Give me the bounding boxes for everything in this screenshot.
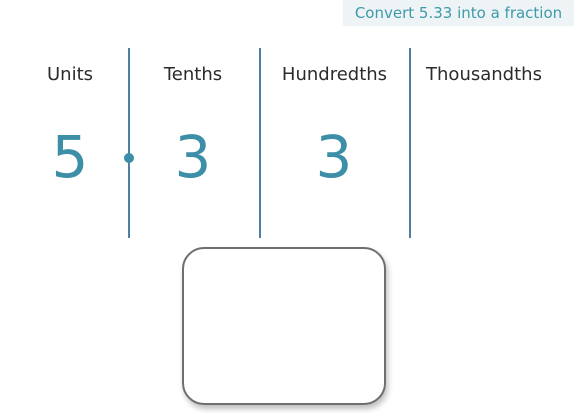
answer-box[interactable] — [182, 247, 386, 405]
digit-units: 5 — [51, 123, 89, 191]
column-heading-units: Units — [46, 64, 94, 85]
question-text: Convert 5.33 into a fraction — [354, 4, 563, 22]
question-banner: Convert 5.33 into a fraction — [343, 0, 574, 26]
divider-units-tenths — [128, 48, 130, 238]
column-heading-tenths: Tenths — [163, 64, 223, 85]
column-heading-hundredths: Hundredths — [281, 64, 388, 85]
divider-hundredths-thousandths — [409, 48, 411, 238]
divider-tenths-hundredths — [259, 48, 261, 238]
decimal-point — [124, 153, 134, 163]
digit-hundredths: 3 — [315, 123, 353, 191]
column-heading-thousandths: Thousandths — [426, 64, 542, 85]
digit-tenths: 3 — [174, 123, 212, 191]
